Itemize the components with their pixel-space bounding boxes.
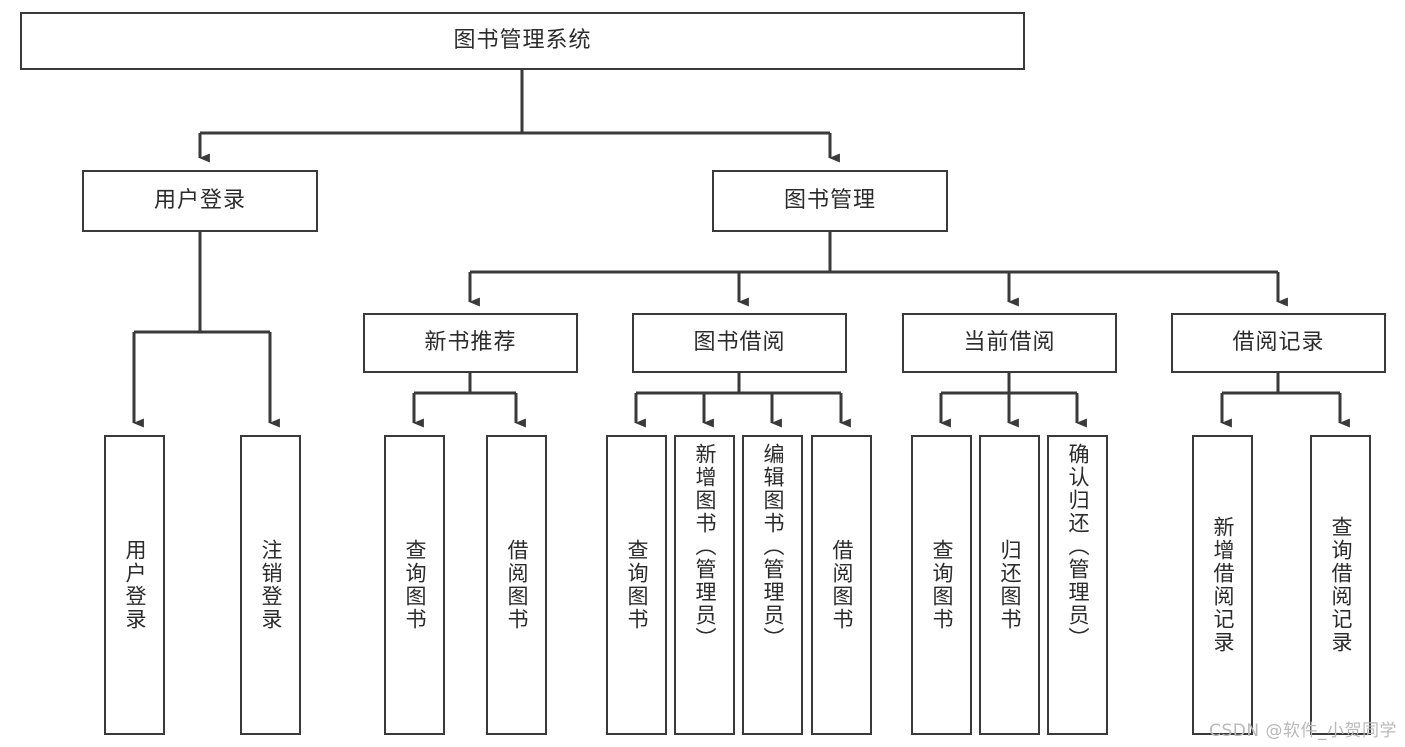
- node-current-borrow-label: 当前借阅: [963, 329, 1056, 355]
- leaf-return-book[interactable]: 归还图书: [979, 435, 1040, 735]
- leaf-query-record[interactable]: 查询借阅记录: [1310, 435, 1371, 735]
- node-root-label: 图书管理系统: [453, 27, 592, 53]
- csdn-watermark: CSDN @软件_小贺同学: [1209, 721, 1397, 741]
- leaf-query-book-1-label: 查询图书: [402, 539, 427, 631]
- leaf-query-book-2[interactable]: 查询图书: [606, 435, 667, 735]
- leaf-logout-login[interactable]: 注销登录: [240, 435, 301, 735]
- node-book-borrow[interactable]: 图书借阅: [632, 313, 847, 373]
- leaf-borrow-book-1[interactable]: 借阅图书: [486, 435, 547, 735]
- leaf-user-login-label: 用户登录: [122, 539, 147, 631]
- leaf-query-book-3[interactable]: 查询图书: [911, 435, 972, 735]
- leaf-borrow-book-2-label: 借阅图书: [829, 539, 854, 631]
- leaf-add-book-label: 新增图书（管理员）: [692, 443, 717, 650]
- leaf-user-login[interactable]: 用户登录: [104, 435, 165, 735]
- leaf-return-book-label: 归还图书: [997, 539, 1022, 631]
- leaf-add-book[interactable]: 新增图书（管理员）: [674, 435, 735, 735]
- leaf-edit-book-label: 编辑图书（管理员）: [760, 443, 785, 650]
- node-user-login[interactable]: 用户登录: [82, 170, 318, 232]
- node-new-book-recommend[interactable]: 新书推荐: [363, 313, 578, 373]
- leaf-query-book-2-label: 查询图书: [624, 539, 649, 631]
- leaf-borrow-book-2[interactable]: 借阅图书: [811, 435, 872, 735]
- node-book-manage-label: 图书管理: [783, 187, 876, 213]
- node-borrow-record-label: 借阅记录: [1232, 329, 1325, 355]
- node-book-manage[interactable]: 图书管理: [712, 170, 948, 232]
- leaf-edit-book[interactable]: 编辑图书（管理员）: [742, 435, 803, 735]
- node-root[interactable]: 图书管理系统: [20, 12, 1025, 70]
- leaf-logout-login-label: 注销登录: [258, 539, 283, 631]
- node-current-borrow[interactable]: 当前借阅: [902, 313, 1117, 373]
- node-user-login-label: 用户登录: [153, 187, 246, 213]
- leaf-add-record-label: 新增借阅记录: [1210, 516, 1235, 654]
- leaf-confirm-return[interactable]: 确认归还（管理员）: [1047, 435, 1108, 735]
- leaf-query-book-3-label: 查询图书: [929, 539, 954, 631]
- node-new-book-recommend-label: 新书推荐: [424, 329, 517, 355]
- leaf-confirm-return-label: 确认归还（管理员）: [1065, 443, 1090, 650]
- leaf-query-book-1[interactable]: 查询图书: [384, 435, 445, 735]
- node-borrow-record[interactable]: 借阅记录: [1171, 313, 1386, 373]
- leaf-borrow-book-1-label: 借阅图书: [504, 539, 529, 631]
- leaf-query-record-label: 查询借阅记录: [1328, 516, 1353, 654]
- leaf-add-record[interactable]: 新增借阅记录: [1192, 435, 1253, 735]
- node-book-borrow-label: 图书借阅: [693, 329, 786, 355]
